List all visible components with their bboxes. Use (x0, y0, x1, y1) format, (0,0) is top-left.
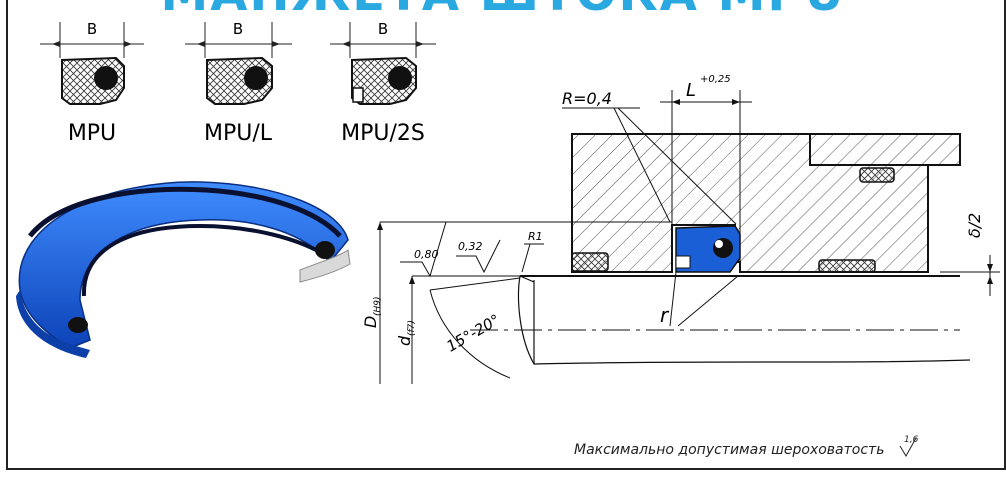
profile-name-mpu: MPU (68, 121, 116, 146)
rod-label: d (395, 335, 414, 346)
chamfer-angle-label: 15°-20° (443, 311, 503, 356)
installation-drawing: L +0,25 R=0,4 r δ/2 D (H9) (361, 74, 1000, 384)
width-label-mpu-2s: B (378, 20, 388, 38)
length-label: L (686, 80, 696, 101)
half-gap-label: δ/2 (965, 213, 984, 238)
r1-label: R1 (528, 230, 543, 243)
seal-render-image (16, 181, 351, 358)
page-title: МАНЖЕТА ШТОКА MPU (0, 0, 1006, 22)
profile-name-mpu-2s: MPU/2S (341, 121, 425, 146)
roughness-icon (899, 437, 917, 457)
width-label-mpu: B (87, 20, 97, 38)
roughness-032: 0,32 (458, 240, 483, 253)
width-label-mpu-l: B (233, 20, 243, 38)
profile-mpu-l: B MPU/L (185, 20, 292, 146)
footer-note: Максимально допустимая шероховатость (574, 442, 884, 458)
groove-radius-label: r (660, 303, 670, 327)
length-tolerance: +0,25 (700, 74, 731, 85)
roughness-080: 0,80 (414, 248, 439, 261)
radius-label: R=0,4 (562, 89, 612, 108)
profile-mpu-2s: B MPU/2S (330, 20, 436, 146)
profile-name-mpu-l: MPU/L (204, 121, 273, 146)
bore-label: D (361, 316, 380, 328)
footer-roughness-value: 1,6 (904, 435, 919, 445)
rod-fit: (f7) (407, 320, 417, 336)
bore-fit: (H9) (373, 296, 383, 316)
profile-mpu: B MPU (40, 20, 144, 146)
